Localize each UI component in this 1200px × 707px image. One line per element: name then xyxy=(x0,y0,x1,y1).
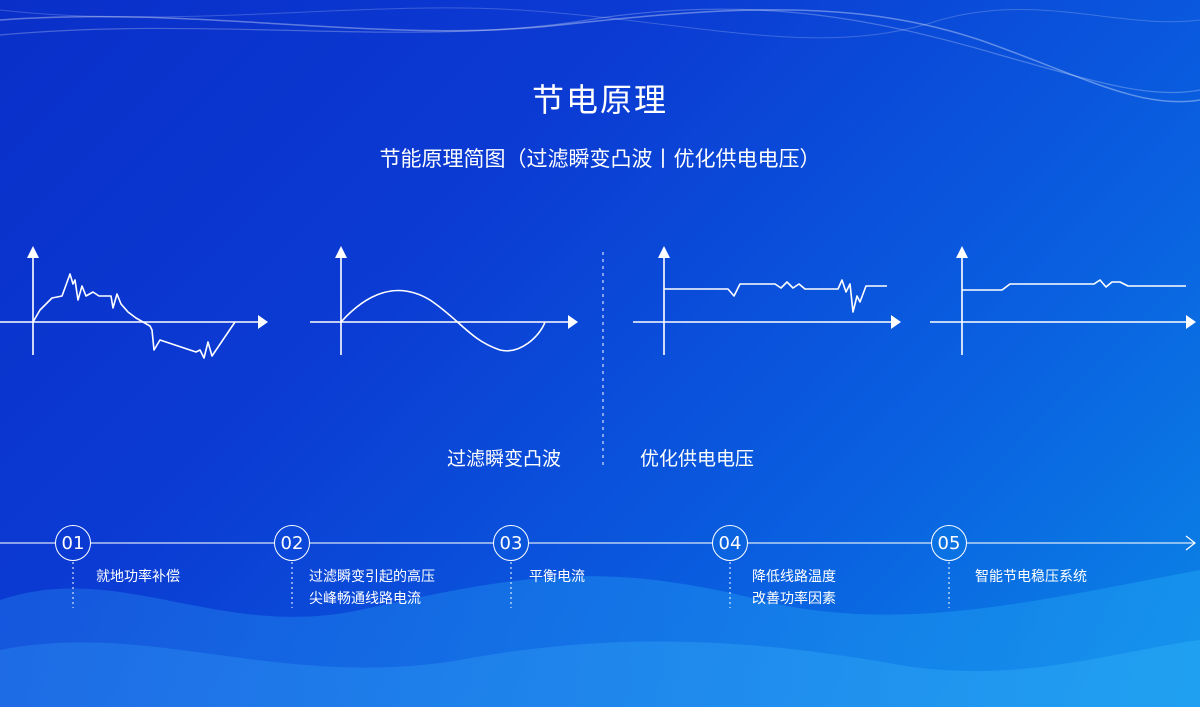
graph2-y-arrow-icon xyxy=(335,246,347,258)
caption-optimize-voltage: 优化供电电压 xyxy=(640,448,755,470)
graph3-x-arrow-icon xyxy=(891,315,901,329)
caption-filter-spikes: 过滤瞬变凸波 xyxy=(447,448,562,470)
timeline-node-number: 01 xyxy=(61,533,85,554)
timeline-label-line: 过滤瞬变引起的高压 xyxy=(309,569,435,585)
timeline-label-line: 尖峰畅通线路电流 xyxy=(309,591,421,607)
timeline-node-2: 02 xyxy=(274,525,310,561)
page-subtitle: 节能原理简图（过滤瞬变凸波丨优化供电电压） xyxy=(379,147,821,171)
graph1-x-arrow-icon xyxy=(258,315,268,329)
graph2-x-arrow-icon xyxy=(568,315,578,329)
timeline-label-3: 平衡电流 xyxy=(529,566,585,588)
timeline-node-5: 05 xyxy=(931,525,967,561)
timeline-label-5: 智能节电稳压系统 xyxy=(975,566,1087,588)
page-title: 节电原理 xyxy=(531,81,668,119)
timeline-node-number: 02 xyxy=(280,533,304,554)
graph-distorted-wave xyxy=(0,246,268,359)
bottom-wave-front xyxy=(0,640,1200,707)
top-line-wave-1 xyxy=(0,9,1200,103)
graph1-curve xyxy=(32,273,236,359)
timeline-label-4: 降低线路温度 改善功率因素 xyxy=(752,566,836,610)
timeline-label-1: 就地功率补偿 xyxy=(96,566,180,588)
graph-voltage-spikes xyxy=(633,246,901,355)
timeline-node-4: 04 xyxy=(712,525,748,561)
timeline-label-line: 就地功率补偿 xyxy=(96,569,180,585)
graph-sine-wave xyxy=(310,246,578,355)
graph2-curve xyxy=(340,289,546,352)
graph3-y-arrow-icon xyxy=(658,246,670,258)
timeline-label-line: 智能节电稳压系统 xyxy=(975,569,1087,585)
timeline-track xyxy=(0,535,1196,608)
timeline-label-line: 改善功率因素 xyxy=(752,591,836,607)
graph4-y-arrow-icon xyxy=(956,246,968,258)
graph4-x-arrow-icon xyxy=(1186,315,1196,329)
graph-voltage-stable xyxy=(930,246,1196,355)
timeline-label-line: 降低线路温度 xyxy=(752,569,836,585)
timeline-chevron-right-icon xyxy=(1185,535,1196,551)
timeline-label-line: 平衡电流 xyxy=(529,569,585,585)
timeline-node-1: 01 xyxy=(55,525,91,561)
timeline-label-2: 过滤瞬变引起的高压 尖峰畅通线路电流 xyxy=(309,566,435,610)
top-line-wave-2 xyxy=(0,8,1200,94)
top-line-wave-3 xyxy=(0,7,1200,39)
graph3-curve xyxy=(664,279,887,313)
timeline-node-number: 05 xyxy=(937,533,961,554)
timeline-node-number: 04 xyxy=(718,533,742,554)
timeline-node-number: 03 xyxy=(499,533,523,554)
graph1-y-arrow-icon xyxy=(27,246,39,258)
timeline-node-3: 03 xyxy=(493,525,529,561)
graph4-curve xyxy=(962,279,1186,291)
